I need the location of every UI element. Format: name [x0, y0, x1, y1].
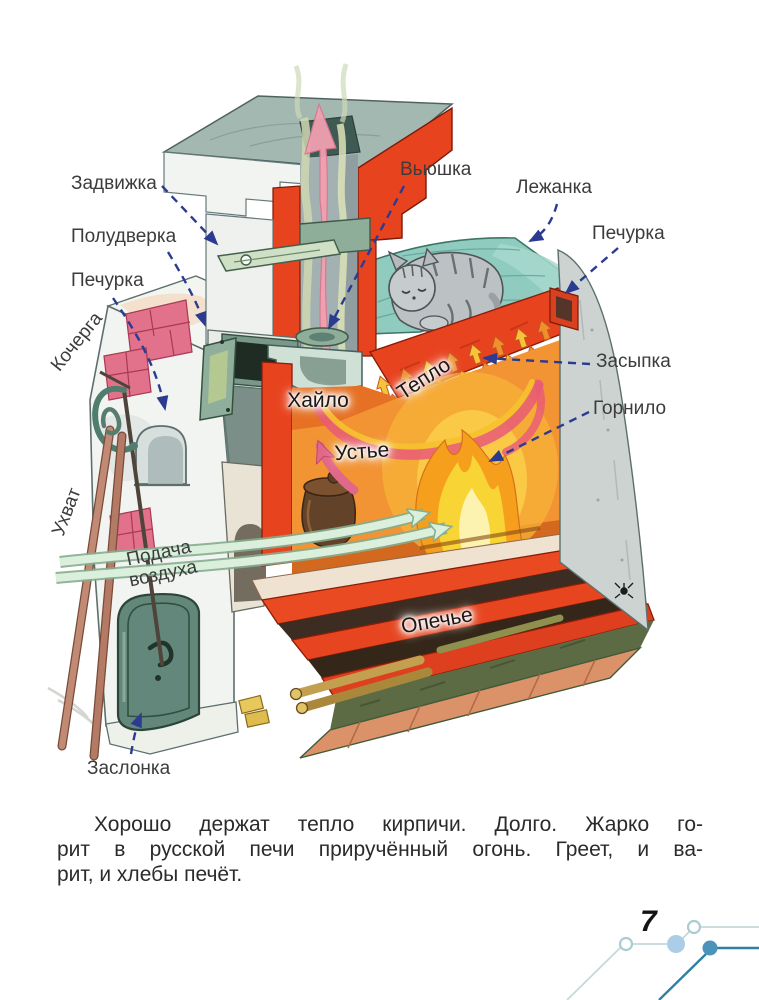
label-gornilo: Горнило	[593, 398, 667, 419]
air-flow-arrows	[55, 514, 446, 584]
caption-paragraph: Хорошо держат тепло кирпичи. Долго. Жарк…	[57, 812, 703, 887]
arrow-gornilo	[488, 410, 590, 463]
arrow-lezhanka	[528, 203, 559, 243]
ustye-arrow	[315, 446, 359, 495]
zadvizhka-damper-plate	[216, 217, 371, 272]
ukhvat-fork-poles	[57, 407, 127, 761]
right-outer-wall	[549, 248, 649, 632]
arrow-pechurka-left	[112, 297, 169, 411]
label-pechurka-left: Печурка	[71, 270, 144, 291]
firewood-logs	[289, 614, 564, 715]
arrow-vyushka	[327, 185, 406, 330]
label-zadvizhka: Задвижка	[71, 173, 157, 194]
corner-decoration	[566, 919, 759, 1000]
label-khaylo: Хайло	[287, 389, 349, 413]
smoke-flow	[293, 63, 349, 353]
bug-doodle	[614, 582, 634, 599]
sleeping-cat	[387, 247, 504, 334]
caption-line-1: Хорошо держат тепло кирпичи. Долго. Жарк…	[94, 813, 703, 836]
plinth	[105, 701, 239, 755]
arrow-zasypka	[482, 352, 591, 366]
niche-pechurka-right	[549, 287, 579, 331]
niche-pechurka-left	[134, 425, 190, 487]
caption-line-2: рит в русской печи приручённый огонь. Гр…	[57, 838, 703, 861]
label-pechurka-right: Печурка	[592, 223, 665, 244]
arrow-zaslonka	[129, 712, 143, 755]
label-poludverka: Полудверка	[71, 226, 177, 247]
caption-line-3: рит, и хлебы печёт.	[57, 863, 243, 886]
label-ustye: Устье	[333, 438, 391, 466]
label-vyushka: Вьюшка	[400, 159, 472, 180]
yellow-blocks	[238, 694, 270, 728]
zaslonka-door	[116, 593, 201, 732]
label-zaslonka: Заслонка	[87, 758, 171, 779]
label-zasypka: Засыпка	[596, 351, 671, 372]
label-lezhanka: Лежанка	[516, 177, 592, 198]
arrow-poludverka	[166, 251, 207, 327]
page-number: 7	[640, 905, 657, 938]
arrow-pechurka-right	[564, 247, 619, 295]
opechye-base	[238, 531, 655, 759]
